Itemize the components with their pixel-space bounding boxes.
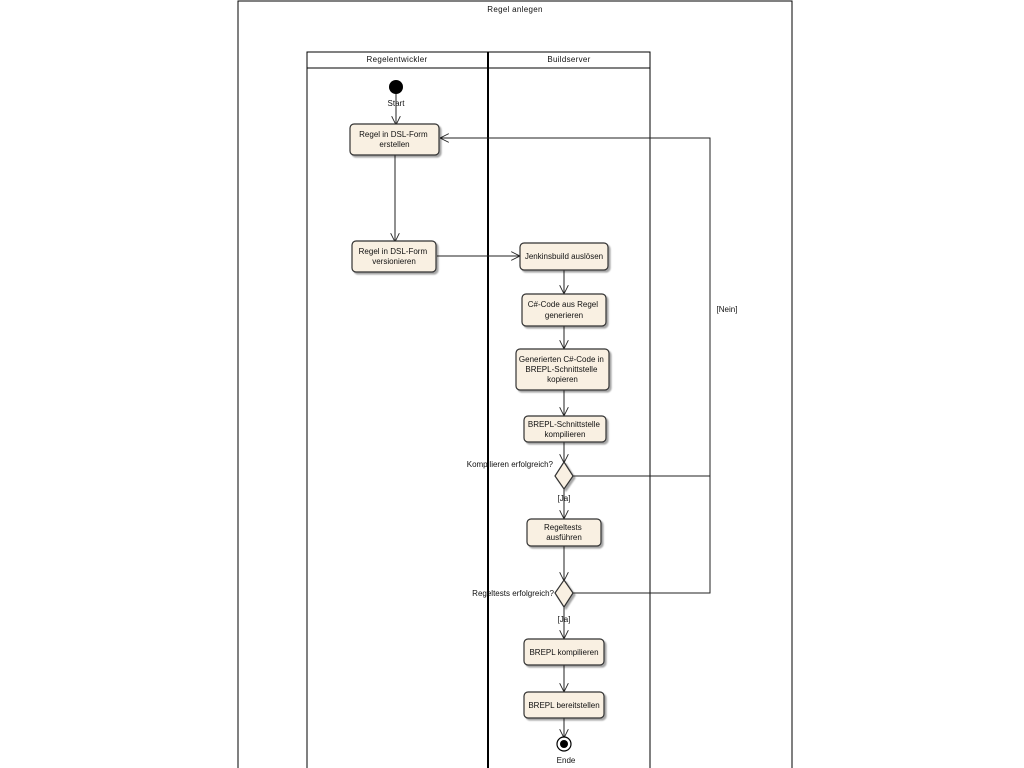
decision-kompilieren [554,460,574,491]
diagram-title: Regel anlegen [487,5,543,14]
edge-d2-no-loop [573,476,711,594]
action-csharp-generieren: C#-Code aus Regel generieren [521,293,607,327]
guard-ja-1: [Ja] [558,494,571,503]
lane-header-regelentwickler: Regelentwickler [367,55,428,64]
action-label: Jenkinsbuild auslösen [525,252,603,261]
action-label: BREPL bereitstellen [528,701,599,710]
action-label: Regel in DSL-Form erstellen [359,130,430,149]
decision-label-kompilieren: Kompilieren erfolgreich? [467,460,554,469]
action-regel-versionieren: Regel in DSL-Form versionieren [351,240,437,273]
action-jenkinsbuild-ausloesen: Jenkinsbuild auslösen [519,242,609,271]
action-brepl-bereitstellen: BREPL bereitstellen [523,691,605,719]
action-label: BREPL-Schnittstelle kompilieren [528,420,602,439]
guard-ja-2: [Ja] [558,615,571,624]
lane-header-buildserver: Buildserver [547,55,590,64]
decision-regeltests [554,578,574,609]
action-label: Regeltests ausführen [544,523,584,542]
guard-nein: [Nein] [717,305,738,314]
action-regeltests-ausfuehren: Regeltests ausführen [526,518,602,547]
end-node-inner [560,740,568,748]
action-code-kopieren: Generierten C#-Code in BREPL-Schnittstel… [515,348,610,391]
action-label: C#-Code aus Regel generieren [528,300,601,320]
action-brepl-kompilieren: BREPL kompilieren [523,638,605,666]
action-label: BREPL kompilieren [529,648,598,657]
edge-d1-no-loop [441,138,711,477]
swimlane-container [306,51,651,768]
end-label: Ende [557,756,576,765]
decision-label-regeltests: Regeltests erfolgreich? [472,589,554,598]
start-node [389,80,403,94]
action-regel-erstellen: Regel in DSL-Form erstellen [349,123,440,156]
action-label: Generierten C#-Code in BREPL-Schnittstel… [519,355,606,384]
activity-frame [237,0,793,768]
action-schnittstelle-kompilieren: BREPL-Schnittstelle kompilieren [523,415,607,443]
action-label: Regel in DSL-Form versionieren [359,247,430,266]
edges [395,94,711,737]
